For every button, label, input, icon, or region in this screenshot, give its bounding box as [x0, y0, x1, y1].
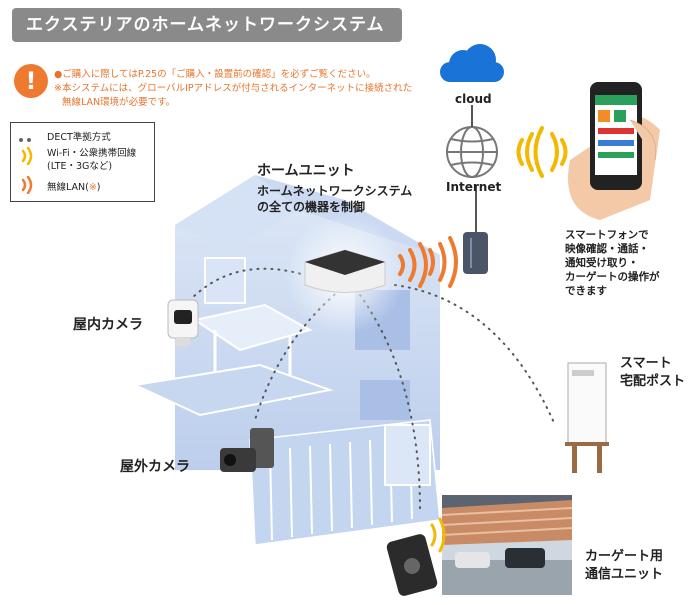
- cargate-comm-unit: [386, 534, 438, 596]
- smartphone: [568, 82, 660, 220]
- notice-line-3: 無線LAN環境が必要です。: [62, 97, 176, 108]
- dotted-line-icon: [19, 134, 35, 145]
- home-unit-device: [304, 249, 386, 293]
- wireless-lan-waves: [398, 242, 428, 288]
- indoor-camera: [167, 299, 199, 346]
- internet-label: Internet: [446, 180, 502, 194]
- delivery-post-label: スマート 宅配ポスト: [620, 356, 686, 389]
- internet-globe: [446, 126, 498, 178]
- home-unit-desc-2: の全ての機器を制御: [257, 200, 366, 214]
- mobile-waves: [516, 126, 568, 178]
- indoor-camera-label: 屋内カメラ: [73, 317, 143, 333]
- cloud-label: cloud: [455, 92, 492, 106]
- cloud-icon: [440, 44, 504, 82]
- home-unit-label: ホームユニット: [257, 163, 355, 179]
- cargate-unit-label: カーゲート用 通信ユニット: [585, 549, 664, 582]
- home-unit-desc-1: ホームネットワークシステム: [257, 184, 413, 198]
- legend: DECT準拠方式 Wi-Fi・公衆携帯回線 (LTE・3Gなど) 無線LAN(※…: [10, 122, 155, 202]
- notice-line-1: ●ご購入に際してはP.25の「ご購入・設置前の確認」を必ずご覧ください。: [54, 69, 376, 80]
- smartphone-caption: スマートフォンで 映像確認・通話・ 通知受け取り・ カーゲートの操作が できます: [565, 229, 660, 297]
- page-title: エクステリアのホームネットワークシステム: [12, 8, 402, 42]
- outdoor-camera-label: 屋外カメラ: [120, 459, 190, 475]
- alert-icon: !: [14, 64, 48, 98]
- delivery-post: [565, 362, 609, 473]
- router-device: [463, 232, 488, 274]
- yellow-wave-icon: [21, 146, 33, 166]
- notice-line-2: ※本システムには、グローバルIPアドレスが付与されるインターネットに接続された: [54, 83, 413, 94]
- cargate-photo: [441, 495, 573, 595]
- orange-wave-icon: [21, 176, 33, 194]
- outdoor-camera: [220, 428, 274, 472]
- house: [131, 175, 441, 546]
